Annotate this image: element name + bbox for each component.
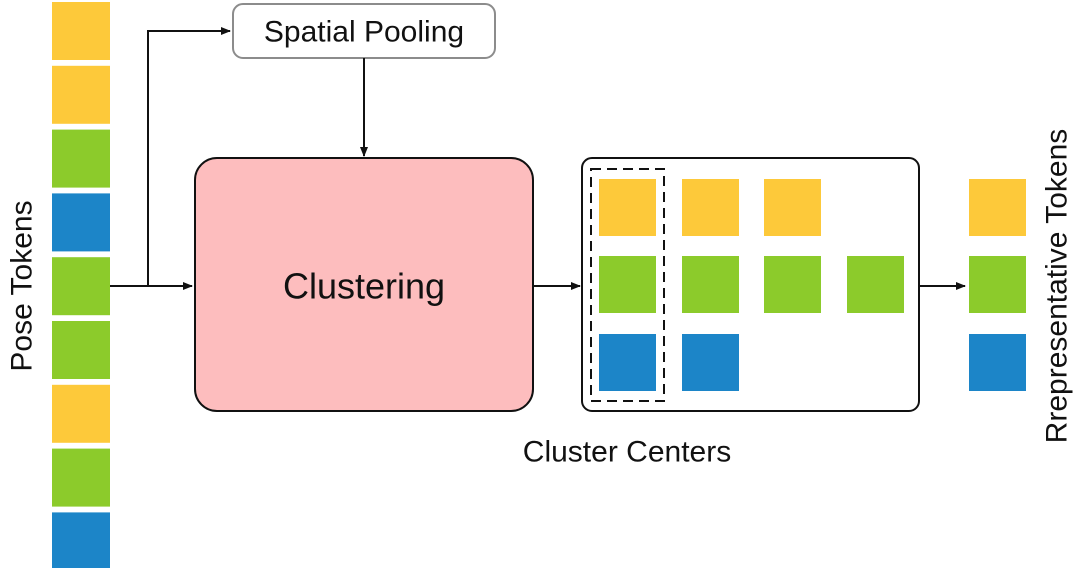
cluster-center-blue — [599, 334, 656, 391]
cluster-center-blue — [682, 334, 739, 391]
cluster-center-yellow — [764, 179, 821, 236]
first-column-selection — [590, 168, 665, 402]
pose-token-green — [52, 448, 110, 507]
pose-token-green — [52, 129, 110, 188]
cluster-centers-box — [581, 157, 920, 412]
pose-token-green — [52, 321, 110, 379]
cluster-centers-label: Cluster Centers — [523, 436, 731, 469]
pose-token-column — [52, 2, 110, 568]
pose-token-yellow — [52, 2, 110, 60]
pose-token-green — [52, 257, 110, 316]
representative-token-column — [969, 179, 1026, 391]
representative-tokens-label: Rrepresentative Tokens — [1041, 129, 1074, 444]
cluster-center-yellow — [599, 179, 656, 236]
cluster-center-yellow — [682, 179, 739, 236]
clustering-node: Clustering — [194, 157, 534, 412]
spatial-pooling-label: Spatial Pooling — [264, 16, 464, 49]
representative-token-yellow — [969, 179, 1026, 236]
representative-token-green — [969, 256, 1026, 313]
pose-token-yellow — [52, 384, 110, 443]
arrow-to-spatial-pooling — [147, 27, 231, 286]
cluster-center-green — [599, 256, 656, 313]
pose-tokens-label: Pose Tokens — [6, 200, 39, 371]
cluster-center-green — [764, 256, 821, 313]
pose-token-blue — [52, 193, 110, 252]
pose-token-yellow — [52, 65, 110, 124]
representative-token-blue — [969, 334, 1026, 391]
cluster-center-green — [682, 256, 739, 313]
spatial-pooling-node: Spatial Pooling — [232, 3, 496, 59]
pose-token-blue — [52, 512, 110, 568]
cluster-center-green — [847, 256, 904, 313]
cluster-centers-grid — [599, 179, 904, 391]
clustering-label: Clustering — [283, 266, 445, 307]
